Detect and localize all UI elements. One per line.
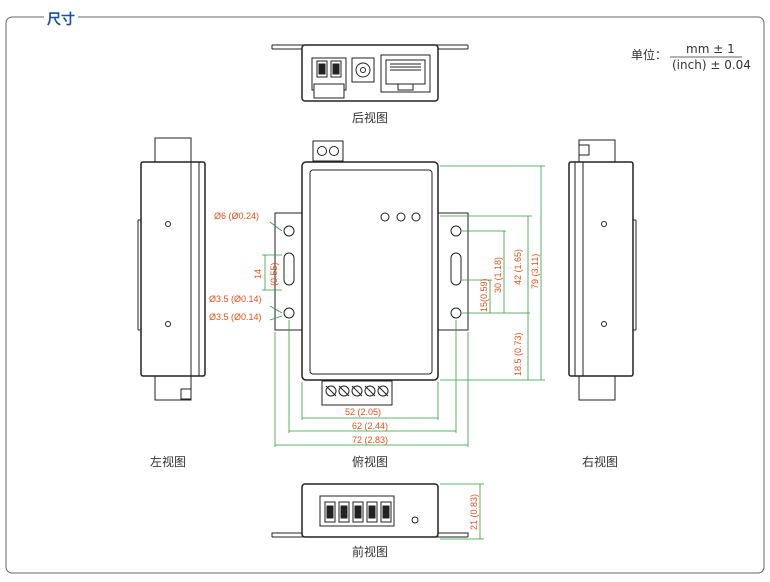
rear-view [271,44,469,102]
dim-height-79: 79 (3.11) [530,254,540,289]
top-view [274,140,469,406]
dim-hole-small-2: Ø3.5 (Ø0.14) [209,312,262,322]
front-view [271,483,469,538]
unit-numerator: mm ± 1 [686,42,735,56]
dim-height-21: 21 (0.83) [469,494,479,530]
outer-frame [5,16,765,574]
view-label-left: 左视图 [150,455,187,469]
view-label-rear: 后视图 [352,111,389,125]
right-view [568,139,637,401]
dim-hole-large: Ø6 (Ø0.24) [214,211,259,221]
unit-prefix: 单位： [631,48,668,62]
section-title: 尺寸 [44,9,78,29]
dim-height-42: 42 (1.65) [513,249,523,285]
dim-slot-14: 14 [253,269,263,279]
top-view-dimension-lines [262,165,545,540]
dim-width-52: 52 (2.05) [345,407,381,417]
dim-slot-055: (0.55) [269,262,279,286]
dim-height-185: 18.5 (0.73) [513,332,523,376]
dim-width-62: 62 (2.44) [352,421,388,431]
unit-denominator: (inch) ± 0.04 [672,58,751,72]
left-view [137,137,206,401]
dim-height-15: 15(0.59) [479,278,489,312]
dim-hole-small-1: Ø3.5 (Ø0.14) [209,294,262,304]
view-label-right: 右视图 [582,455,619,469]
dimension-labels: Ø6 (Ø0.24) Ø3.5 (Ø0.14) Ø3.5 (Ø0.14) 14 … [209,211,540,530]
view-label-front: 前视图 [352,545,389,559]
dim-width-72: 72 (2.83) [352,435,388,445]
dim-height-30: 30 (1.18) [493,257,503,293]
view-label-top: 俯视图 [352,455,389,469]
